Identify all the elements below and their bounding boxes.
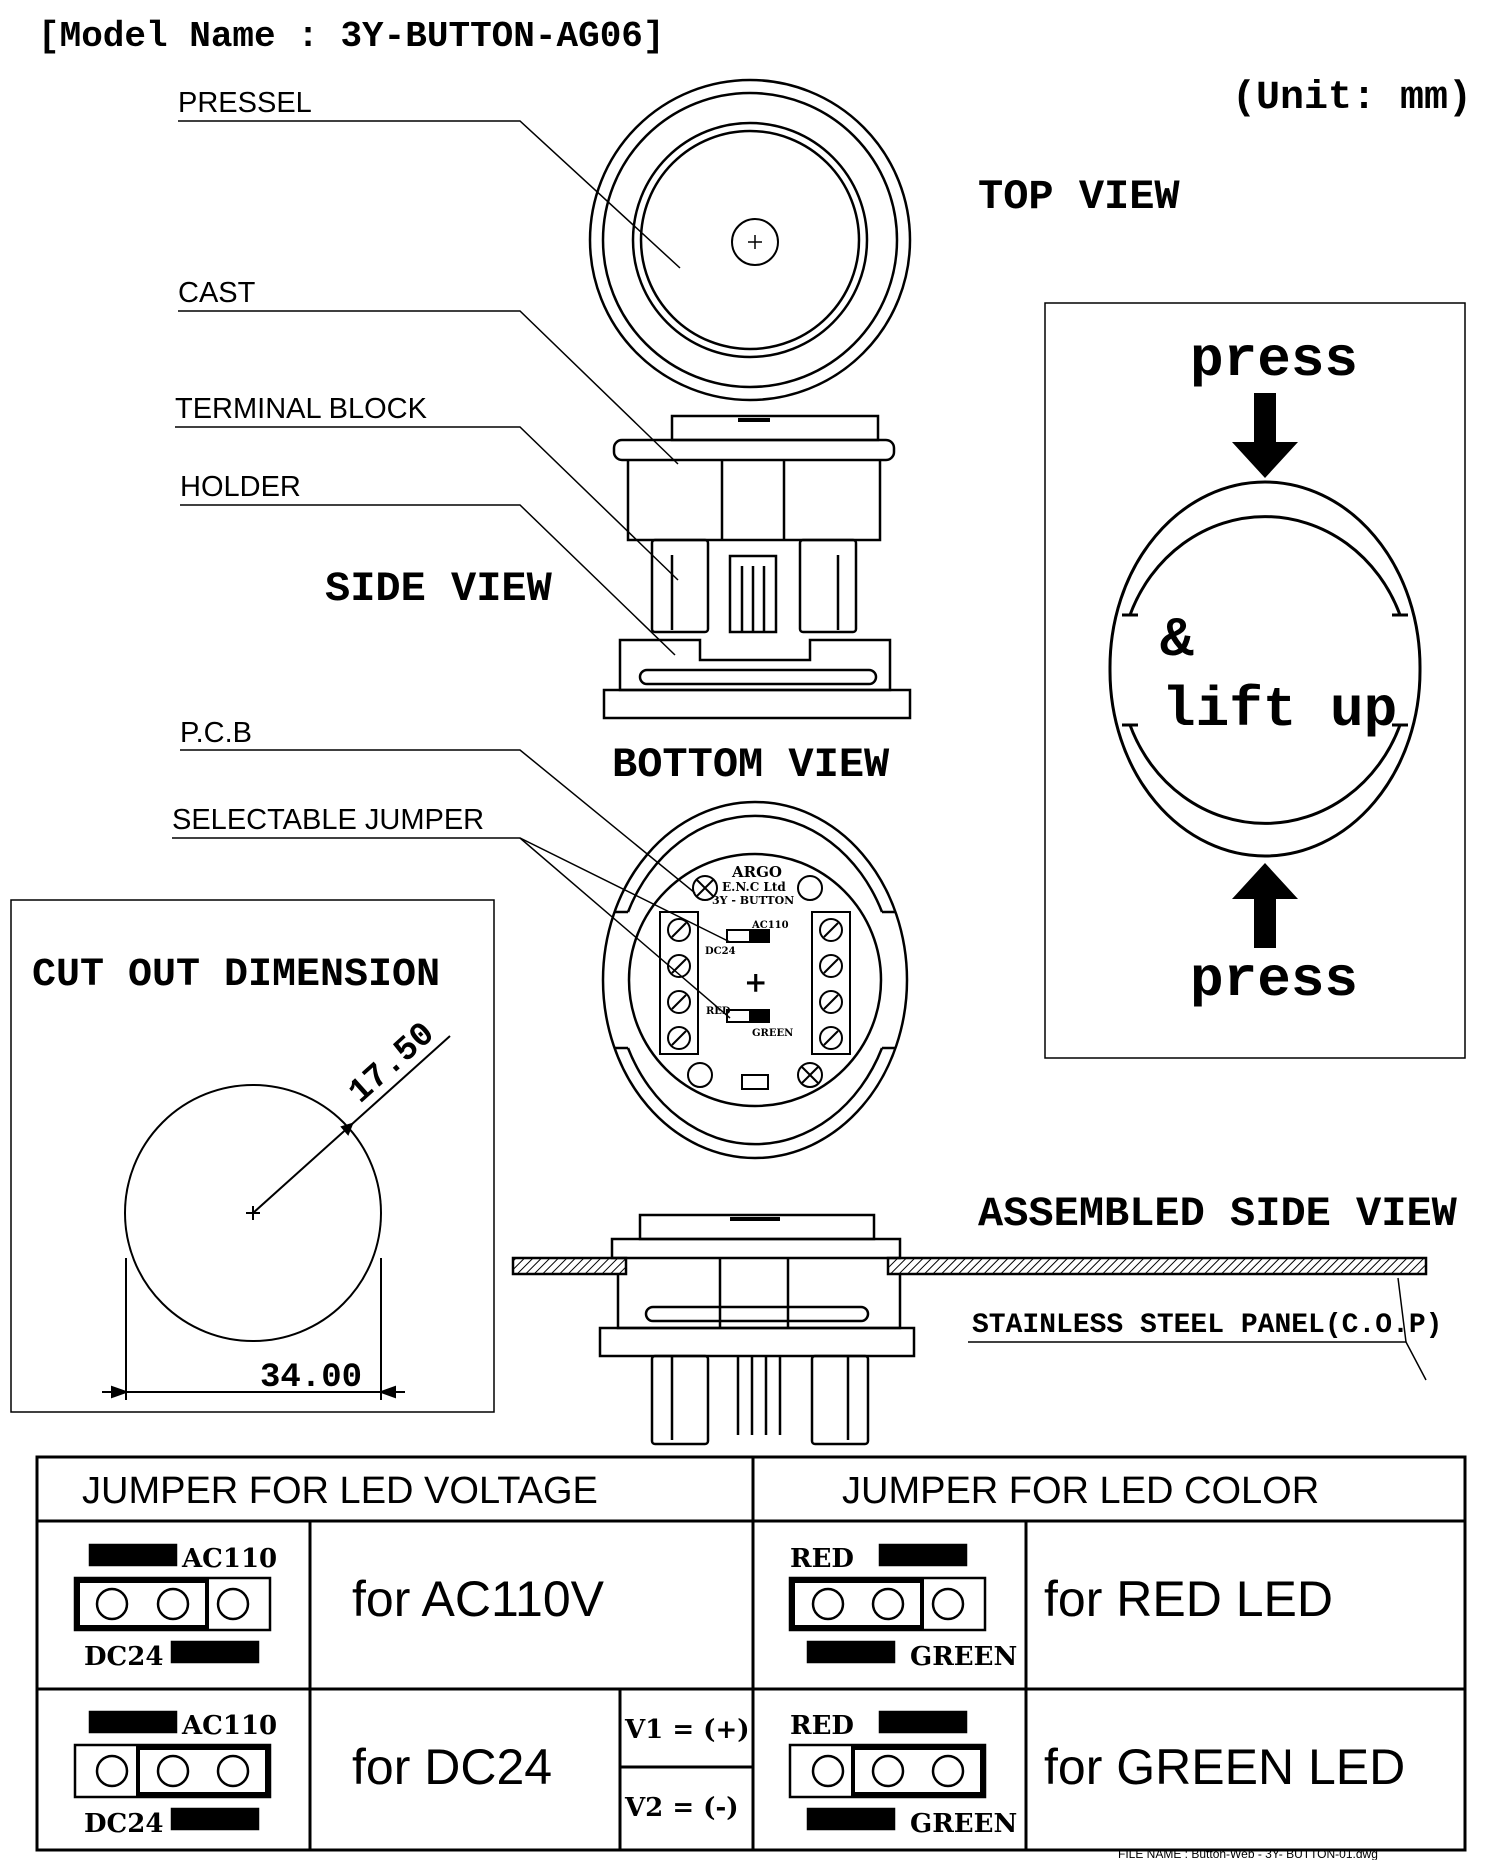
jumper-icon-dc24 xyxy=(73,1710,272,1831)
pcb-label: P.C.B xyxy=(180,717,252,749)
for-red-text: for RED LED xyxy=(1044,1571,1333,1627)
cutout-width: 34.00 xyxy=(260,1359,362,1397)
jumper-icon-ac110 xyxy=(73,1543,272,1664)
pressel-label: PRESSEL xyxy=(178,87,312,119)
holder-label: HOLDER xyxy=(180,471,301,503)
row1-dc24-label: DC24 xyxy=(84,1642,163,1672)
assembled-view-label: ASSEMBLED SIDE VIEW xyxy=(978,1190,1458,1238)
lift-up-label: lift up xyxy=(1162,678,1397,742)
cutout-drawing xyxy=(102,1035,451,1400)
terminal-block-label: TERMINAL BLOCK xyxy=(175,393,428,425)
row2-green-label: GREEN xyxy=(910,1809,1017,1839)
row1-red-label: RED xyxy=(790,1544,854,1574)
pcb-dc24: DC24 xyxy=(705,946,736,957)
callout-terminal-block: TERMINAL BLOCK xyxy=(175,393,679,581)
side-view-drawing xyxy=(602,414,912,720)
v1-label: V1 = (+) xyxy=(624,1715,750,1745)
cast-label: CAST xyxy=(178,277,256,309)
row1-ac110-label: AC110 xyxy=(181,1544,277,1574)
callout-selectable-jumper: SELECTABLE JUMPER xyxy=(172,804,731,1019)
pcb-red: RED xyxy=(706,1006,731,1017)
cutout-radius: 17.50 xyxy=(342,1016,443,1113)
up-arrow-icon xyxy=(1232,863,1298,948)
press-top-label: press xyxy=(1190,328,1358,392)
row2-red-label: RED xyxy=(790,1711,854,1741)
row2-dc24-label: DC24 xyxy=(84,1809,163,1839)
file-name: FILE NAME : Button-Web - 3Y- BUTTON-01.d… xyxy=(1118,1847,1378,1860)
row2-ac110-label: AC110 xyxy=(181,1711,277,1741)
voltage-header: JUMPER FOR LED VOLTAGE xyxy=(82,1470,598,1512)
side-view-label: SIDE VIEW xyxy=(325,565,553,613)
pcb-ac110: AC110 xyxy=(751,920,789,931)
ampersand-label: & xyxy=(1160,608,1194,672)
bottom-view-label: BOTTOM VIEW xyxy=(612,741,890,789)
v2-label: V2 = (-) xyxy=(624,1793,739,1823)
press-bottom-label: press xyxy=(1190,948,1358,1012)
assembled-drawing xyxy=(511,1213,1428,1446)
panel-leader xyxy=(968,1341,1427,1381)
panel-label: STAINLESS STEEL PANEL(C.O.P) xyxy=(972,1310,1442,1341)
pcb-company: E.N.C Ltd xyxy=(722,880,786,894)
top-view-label: TOP VIEW xyxy=(978,173,1180,221)
pressel-front-drawing xyxy=(1108,480,1422,858)
top-view-drawing xyxy=(588,78,912,402)
unit-label: (Unit: mm) xyxy=(1232,76,1472,121)
cutout-box xyxy=(10,899,495,1413)
for-ac110-text: for AC110V xyxy=(352,1571,605,1627)
press-lift-box xyxy=(1044,302,1466,1059)
jumper-icon-red xyxy=(788,1543,987,1664)
cutout-title: CUT OUT DIMENSION xyxy=(32,953,440,998)
pcb-brand: ARGO xyxy=(731,863,782,881)
for-green-text: for GREEN LED xyxy=(1044,1739,1405,1795)
panel-leader-tip xyxy=(1397,1277,1407,1343)
selectable-jumper-label: SELECTABLE JUMPER xyxy=(172,804,484,836)
callout-cast: CAST xyxy=(178,277,679,465)
down-arrow-icon xyxy=(1232,393,1298,478)
callout-pcb: P.C.B xyxy=(180,717,696,894)
pcb-model: 3Y - BUTTON xyxy=(712,894,794,907)
model-name-title: [Model Name : 3Y-BUTTON-AG06] xyxy=(38,16,665,57)
jumper-icon-green xyxy=(788,1710,987,1831)
pcb-plus: + xyxy=(744,966,767,999)
bottom-view-drawing xyxy=(601,800,909,1160)
jumper-table xyxy=(35,1455,1467,1852)
callout-holder: HOLDER xyxy=(180,471,676,656)
row1-green-label: GREEN xyxy=(910,1642,1017,1672)
pcb-green: GREEN xyxy=(752,1028,793,1039)
for-dc24-text: for DC24 xyxy=(352,1739,552,1795)
callout-pressel: PRESSEL xyxy=(178,87,681,269)
color-header: JUMPER FOR LED COLOR xyxy=(842,1470,1319,1512)
